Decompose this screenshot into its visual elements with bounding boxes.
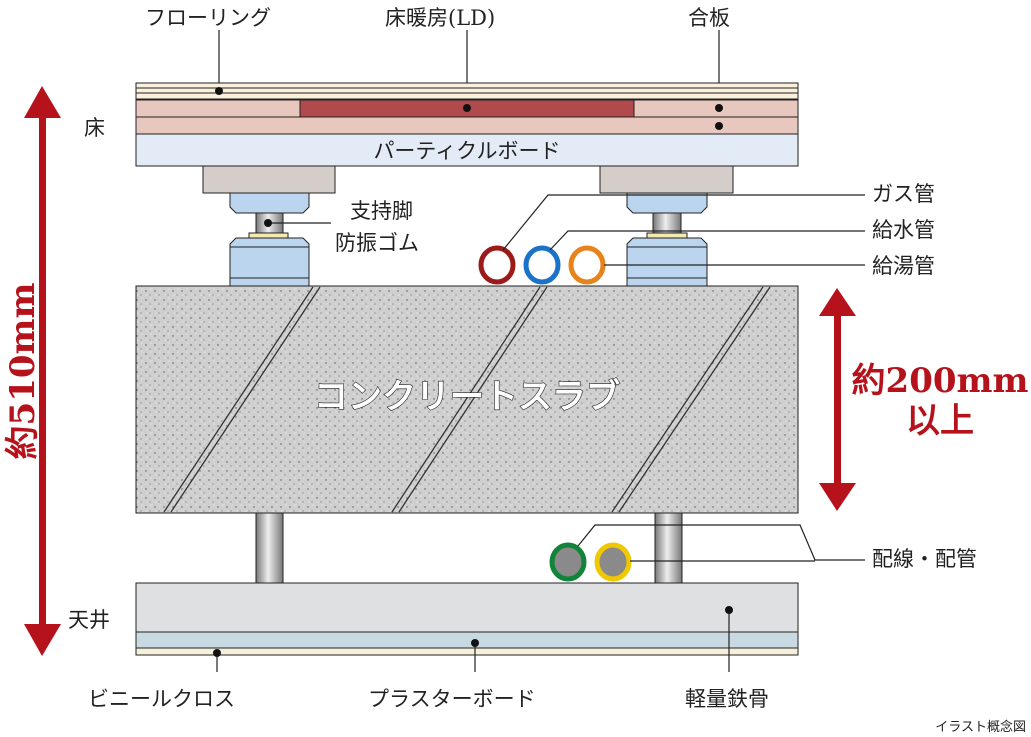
light-steel-frame-layer [135,582,799,633]
label-gas-pipe: ガス管 [872,182,935,206]
label-anti-vibration-rubber: 防振ゴム [335,231,419,255]
label-particle-board: パーティクルボード [373,139,560,163]
hot-water-pipe-icon [568,245,606,285]
label-slab-thickness-suffix: 以上 [906,401,974,441]
vinyl-cloth-layer [135,647,799,656]
label-flooring: フローリング [145,6,271,30]
label-water-supply-pipe: 給水管 [872,218,935,242]
plaster-board-layer [135,631,799,649]
particle-board-layer [135,133,799,167]
water-pipe-icon [523,245,561,285]
label-total-height: 約510mm [3,283,43,460]
upper-pipes [478,245,606,285]
total-height-arrow [24,86,61,656]
label-plaster-board: プラスターボード [368,687,536,711]
wiring-yellow-icon [594,542,632,582]
plywood-layer [135,116,799,135]
slab-hatch-lines [163,286,771,513]
wiring-green-icon [549,542,587,582]
label-vinyl-cloth: ビニールクロス [88,687,235,711]
flooring-layer [135,82,799,100]
wiring-pipes [549,542,632,582]
leader-dots [213,606,733,657]
ceiling-hanger-right [654,512,683,584]
label-concrete-slab: コンクリートスラブ [314,377,620,417]
label-ceiling: 天井 [68,608,110,632]
label-slab-thickness: 約200mm [852,361,1029,401]
label-light-steel-frame: 軽量鉄骨 [685,687,769,711]
pipe-leader-lines [502,194,865,266]
wiring-leader-lines [577,524,865,562]
label-support-leg: 支持脚 [350,199,413,223]
label-floor-heating: 床暖房(LD) [385,6,495,30]
leader-dots [264,219,272,227]
gas-pipe-icon [478,245,516,285]
support-leg-right [599,165,734,288]
label-plywood: 合板 [688,6,730,30]
leader-dots [215,87,723,130]
label-hot-water-pipe: 給湯管 [872,254,935,278]
ceiling-hanger-left [255,512,284,584]
label-floor: 床 [84,116,105,140]
label-wiring-piping: 配線・配管 [872,547,977,571]
slab-thickness-arrow [819,288,856,511]
support-leg-left [202,165,336,288]
caption: イラスト概念図 [935,719,1026,735]
